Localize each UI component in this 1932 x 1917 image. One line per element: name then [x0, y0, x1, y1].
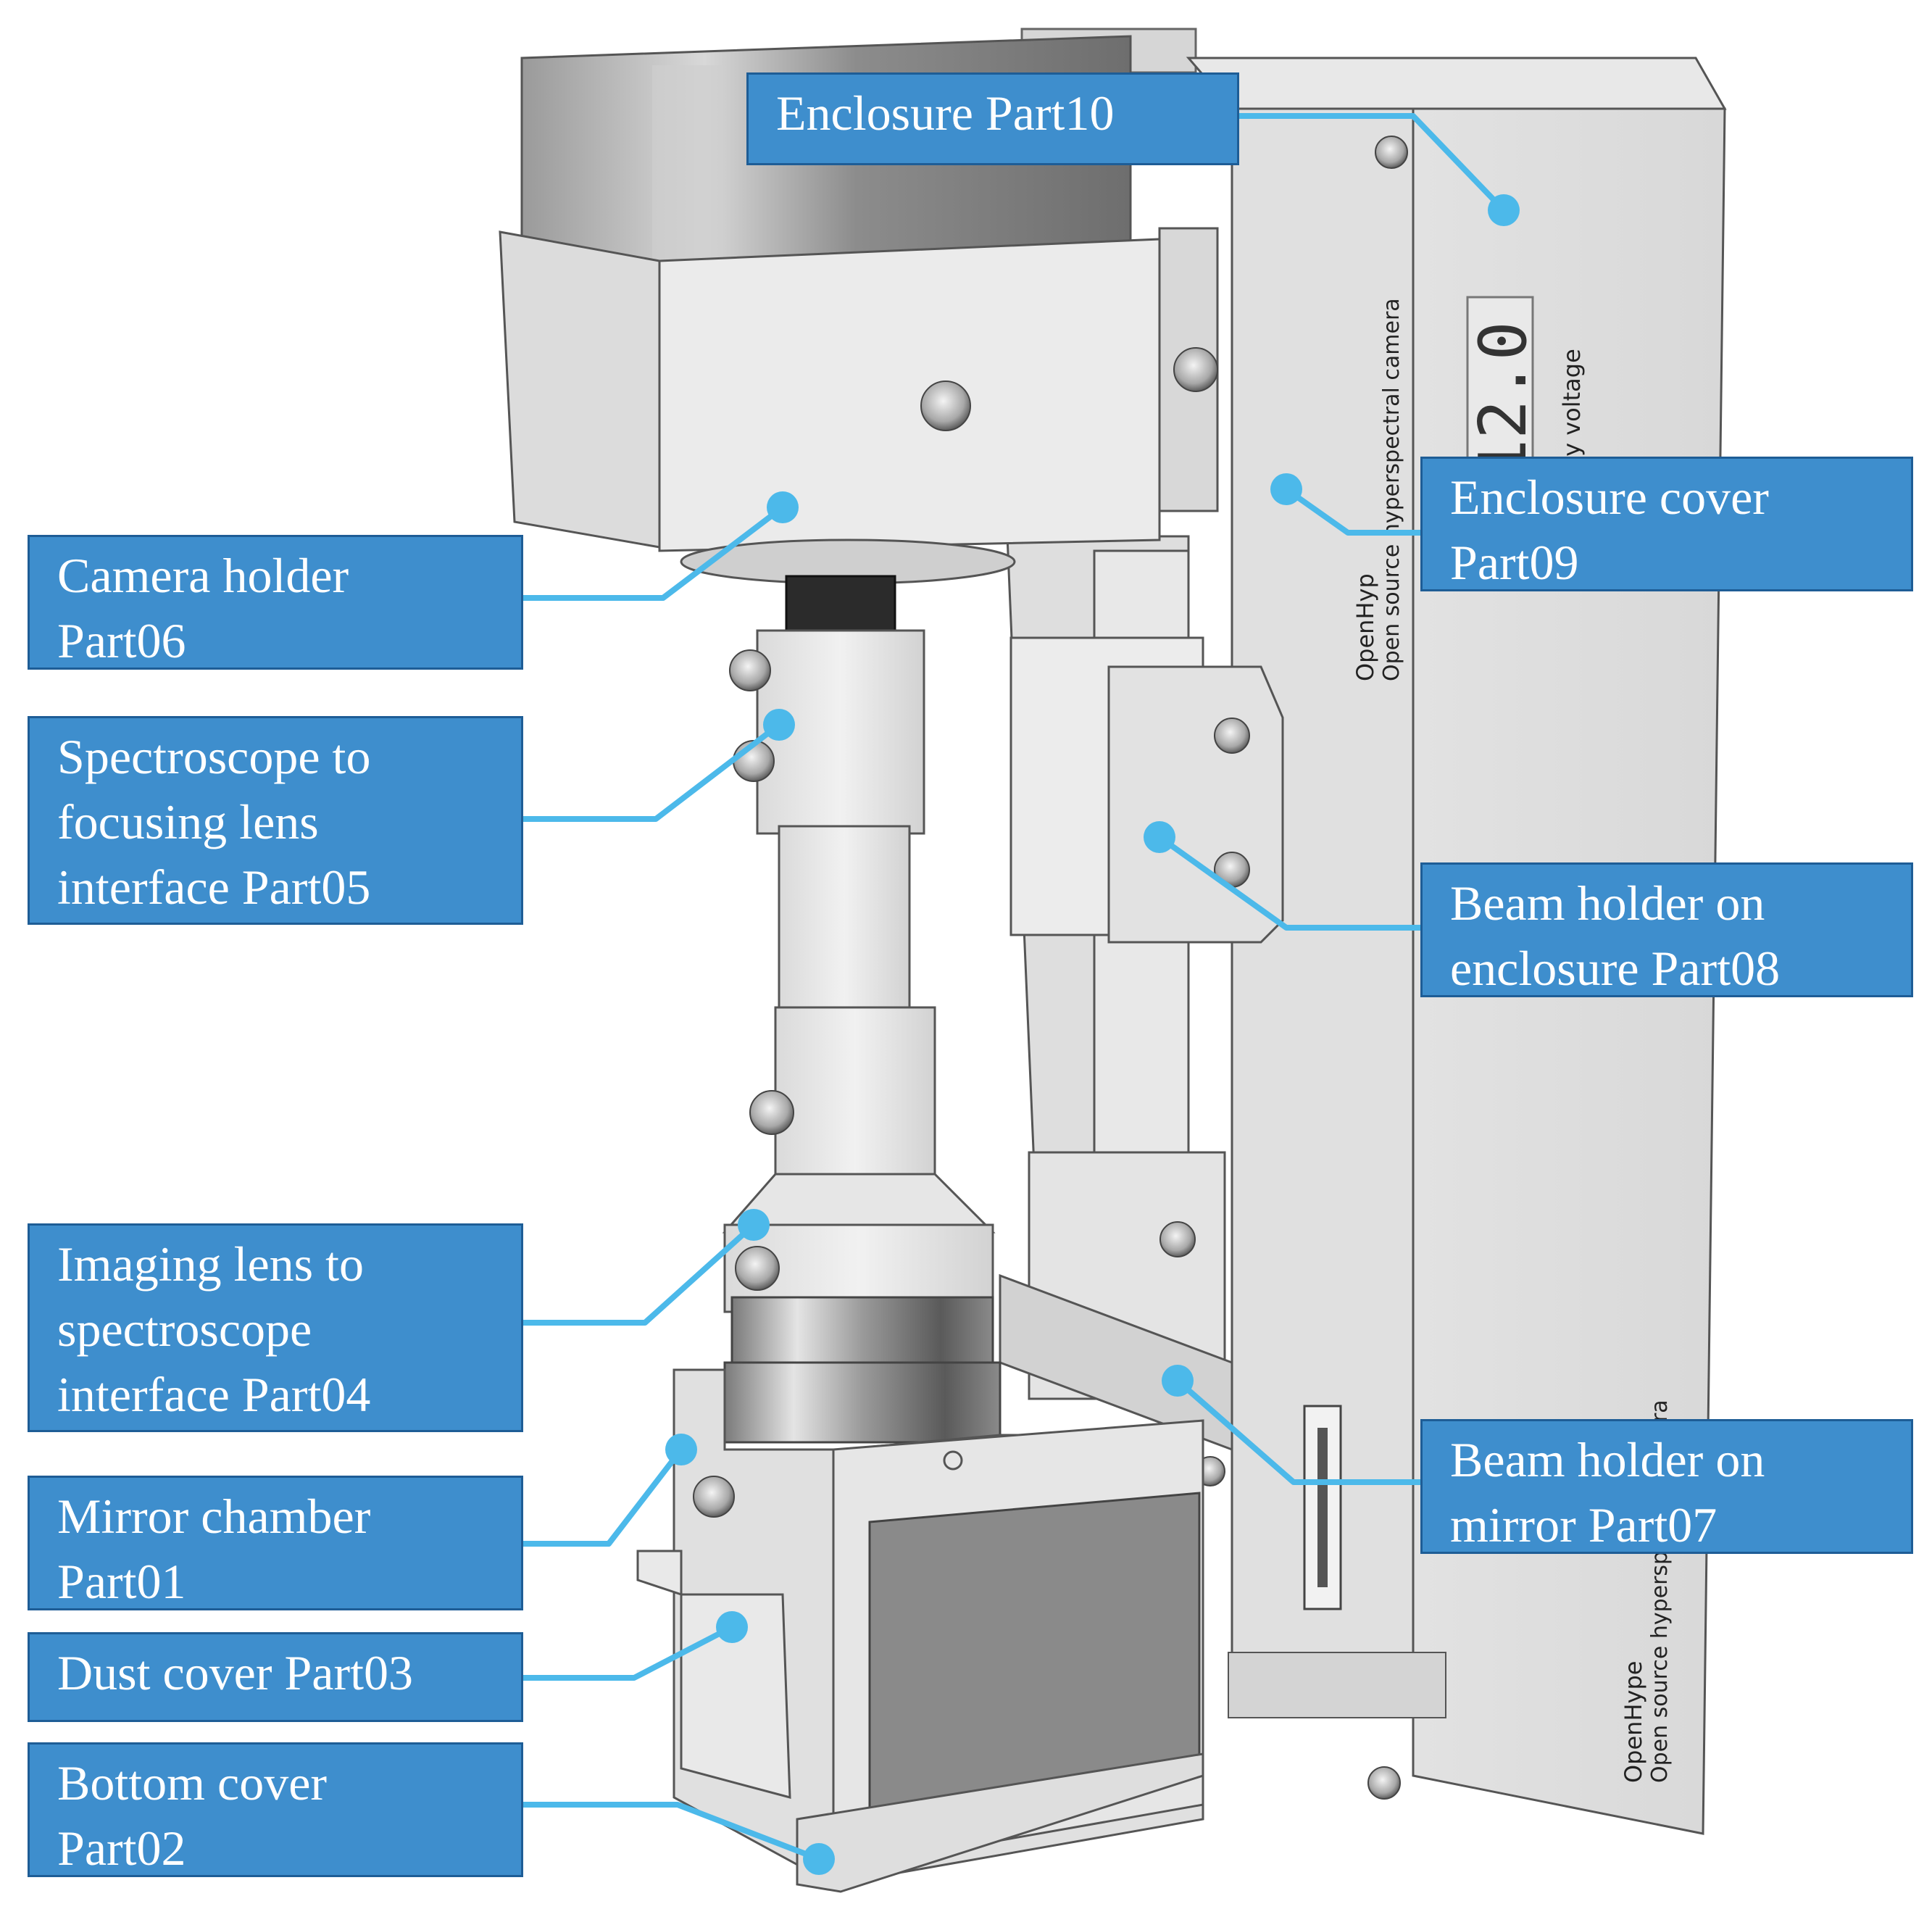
beam-holder-part08	[1006, 535, 1284, 1219]
label-enclosure-part10: Enclosure Part10	[746, 72, 1239, 165]
screw-icon	[1375, 136, 1408, 169]
mirror-chamber-part01	[673, 1368, 1204, 1886]
enclosure-bottom-print-1: OpenHype	[1620, 1661, 1647, 1783]
label-spectroscope-interface-part05: Spectroscope to focusing lens interface …	[28, 716, 523, 925]
leader-part10	[1239, 113, 1506, 212]
leader-dot-part05	[763, 709, 795, 741]
steel-ring-lower	[723, 1361, 1002, 1444]
leader-dot-part04	[738, 1209, 770, 1241]
label-beam-holder-mirror-part07: Beam holder on mirror Part07	[1420, 1419, 1913, 1554]
camera-holder-part06	[499, 227, 1219, 585]
screw-icon	[1159, 1221, 1196, 1257]
screw-icon	[735, 1246, 780, 1291]
leader-part08	[1157, 834, 1428, 931]
leader-part09	[1284, 486, 1428, 536]
leader-dot-part08	[1144, 821, 1175, 853]
label-beam-holder-enclosure-part08: Beam holder on enclosure Part08	[1420, 862, 1913, 997]
leader-part06	[522, 504, 785, 601]
enclosure-side-print-2: Open source hyperspectral camera	[1379, 298, 1404, 681]
leader-part01	[522, 1447, 684, 1547]
screw-icon	[1214, 718, 1250, 754]
leader-dot-part06	[767, 491, 799, 523]
label-mirror-chamber-part01: Mirror chamber Part01	[28, 1476, 523, 1610]
leader-dot-part01	[665, 1434, 697, 1465]
leader-part02	[522, 1802, 820, 1862]
leader-part07	[1175, 1378, 1428, 1485]
leader-dot-part07	[1162, 1365, 1194, 1397]
screw-icon	[1367, 1766, 1401, 1800]
imaging-lens-interface-part04	[722, 1006, 996, 1313]
label-dust-cover-part03: Dust cover Part03	[28, 1632, 523, 1722]
leader-dot-part03	[716, 1611, 748, 1643]
dust-cover-part03	[636, 1476, 791, 1799]
screw-icon	[920, 381, 971, 431]
screw-icon	[749, 1090, 794, 1135]
bottom-cover-part02	[796, 1752, 1204, 1893]
leader-part04	[522, 1223, 756, 1326]
screw-icon	[693, 1476, 735, 1518]
leader-dot-part09	[1270, 473, 1302, 505]
screw-icon	[729, 649, 771, 691]
label-imaging-lens-interface-part04: Imaging lens to spectroscope interface P…	[28, 1223, 523, 1432]
leader-dots	[665, 194, 1520, 1875]
spectroscope-interface-part05	[729, 629, 925, 1023]
label-bottom-cover-part02: Bottom cover Part02	[28, 1742, 523, 1877]
leader-dot-part10	[1488, 194, 1520, 226]
beam-holder-part07	[999, 1151, 1233, 1486]
leader-part05	[522, 722, 781, 822]
screw-icon	[1173, 347, 1218, 392]
leader-part03	[522, 1624, 733, 1681]
leader-dot-part02	[803, 1843, 835, 1875]
voltage-display-value: 12.0	[1465, 321, 1541, 478]
label-camera-holder-part06: Camera holder Part06	[28, 535, 523, 670]
label-enclosure-cover-part09: Enclosure cover Part09	[1420, 457, 1913, 591]
leader-lines	[522, 113, 1506, 1862]
enclosure-side-print-1: OpenHyp	[1352, 573, 1379, 681]
